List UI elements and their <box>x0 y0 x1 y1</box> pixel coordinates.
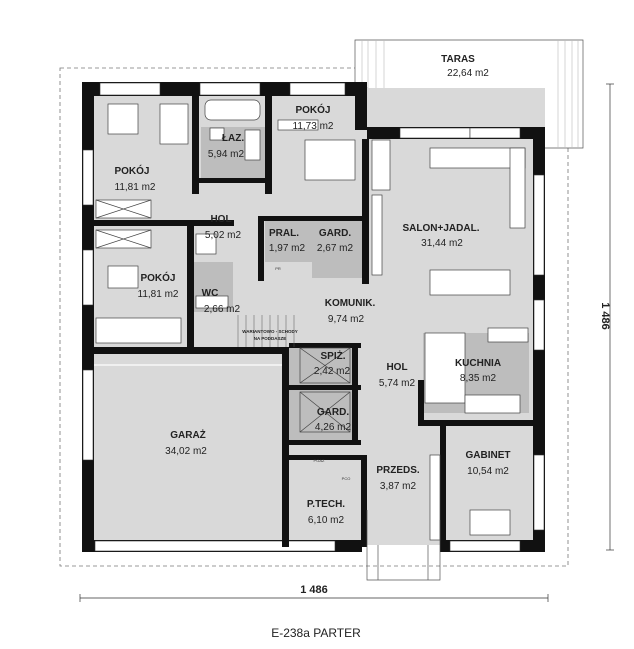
komunik-name: KOMUNIK. <box>325 298 376 309</box>
taras-name: TARAS <box>441 54 475 65</box>
gabinet-area: 10,54 m2 <box>467 466 509 477</box>
gard-n-name: GARD. <box>319 228 351 239</box>
gard-s-area: 4,26 m2 <box>315 422 352 433</box>
pral-name: PRAL. <box>269 228 299 239</box>
room-labels: TARAS 22,64 m2 POKÓJ 11,73 m2 ŁAZ. 5,94 … <box>114 54 510 526</box>
wc-area: 2,66 m2 <box>204 304 241 315</box>
komunik-area: 9,74 m2 <box>328 314 365 325</box>
plot-outline <box>59 67 569 567</box>
entrance <box>366 510 441 581</box>
pokoj-top-area: 11,73 m2 <box>293 121 334 132</box>
stairs <box>237 315 295 347</box>
ptech-name: P.TECH. <box>307 499 345 510</box>
pokoj-nw-name: POKÓJ <box>114 164 149 177</box>
depth-dimension: 1 486 <box>599 302 611 330</box>
pokoj-top-name: POKÓJ <box>295 103 330 116</box>
garaz-area: 34,02 m2 <box>165 446 207 457</box>
dimension-lines <box>79 83 614 602</box>
annotations: WARIANTOWO - SCHODY NA PODDASZE PR PGAZ … <box>242 266 350 481</box>
plan-title: E-238a PARTER <box>271 626 361 640</box>
kuchnia-name: KUCHNIA <box>455 358 501 369</box>
stairs-note-line2: NA PODDASZE <box>254 336 287 341</box>
kuchnia-area: 8,35 m2 <box>460 373 497 384</box>
pokoj-w-area: 11,81 m2 <box>138 289 179 300</box>
salon-area: 31,44 m2 <box>421 238 463 249</box>
hol-s-name: HOL <box>386 362 407 373</box>
windows <box>82 82 545 552</box>
pral-area: 1,97 m2 <box>269 243 306 254</box>
garaz-name: GARAŻ <box>170 428 206 441</box>
hol-n-area: 5,02 m2 <box>205 230 242 241</box>
spiz-area: 2,42 m2 <box>314 366 351 377</box>
interior-walls <box>94 94 533 547</box>
furniture <box>95 99 529 541</box>
przeds-area: 3,87 m2 <box>380 481 417 492</box>
salon-name: SALON+JADAL. <box>403 223 480 234</box>
gard-s-name: GARD. <box>317 407 349 418</box>
width-dimension: 1 486 <box>300 584 328 596</box>
przeds-name: PRZEDS. <box>376 465 420 476</box>
stairs-note-line1: WARIANTOWO - SCHODY <box>242 329 297 334</box>
hol-s-area: 5,74 m2 <box>379 378 416 389</box>
spiz-name: SPIŻ. <box>320 349 345 362</box>
pco-label: PCO <box>342 476 351 481</box>
lazienka-name: ŁAZ. <box>222 133 244 144</box>
wc-name: WC <box>202 288 219 299</box>
pr-label: PR <box>275 266 281 271</box>
hol-n-name: HOL <box>210 214 231 225</box>
gabinet-name: GABINET <box>466 450 511 461</box>
ptech-area: 6,10 m2 <box>308 515 345 526</box>
lazienka-area: 5,94 m2 <box>208 149 245 160</box>
taras-area: 22,64 m2 <box>447 68 489 79</box>
pokoj-w-name: POKÓJ <box>140 271 175 284</box>
pgaz-label: PGAZ <box>314 458 325 463</box>
gard-n-area: 2,67 m2 <box>317 243 354 254</box>
pokoj-nw-area: 11,81 m2 <box>115 182 156 193</box>
